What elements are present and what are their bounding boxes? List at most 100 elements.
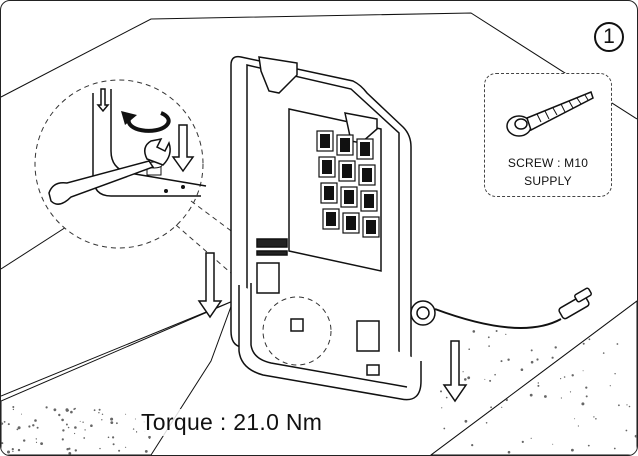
aggregate-speck xyxy=(35,438,37,440)
aggregate-speck xyxy=(11,448,14,451)
aggregate-speck xyxy=(45,406,48,409)
aggregate-speck xyxy=(472,330,476,333)
aggregate-speck xyxy=(74,432,76,435)
aggregate-speck xyxy=(490,406,492,409)
aggregate-speck xyxy=(464,419,468,423)
aggregate-speck xyxy=(536,358,539,361)
aggregate-speck xyxy=(36,426,39,429)
step-number-badge: 1 xyxy=(594,22,624,52)
aggregate-speck xyxy=(569,391,572,393)
aggregate-speck xyxy=(107,436,110,439)
aggregate-speck xyxy=(40,442,43,445)
aggregate-speck xyxy=(93,409,96,412)
aggregate-speck xyxy=(571,374,574,377)
aggregate-speck xyxy=(28,425,31,428)
led-lens xyxy=(340,138,350,152)
aggregate-speck xyxy=(70,410,73,414)
screw-callout: SCREW : M10 SUPPLY xyxy=(484,73,612,197)
aggregate-speck xyxy=(505,333,507,335)
aggregate-speck xyxy=(12,406,15,408)
aggregate-speck xyxy=(17,448,21,452)
led-lens xyxy=(344,190,354,204)
led-lens xyxy=(324,186,334,200)
aggregate-speck xyxy=(17,426,21,430)
aggregate-speck xyxy=(560,397,563,399)
aggregate-speck xyxy=(560,378,562,380)
aggregate-speck xyxy=(61,418,64,422)
aggregate-speck xyxy=(500,360,503,363)
aggregate-speck xyxy=(73,408,76,410)
aggregate-speck xyxy=(79,420,81,422)
aggregate-speck xyxy=(65,423,68,426)
aggregate-speck xyxy=(35,441,38,443)
magnifier-detail xyxy=(34,79,302,302)
aggregate-speck xyxy=(494,373,496,376)
aggregate-speck xyxy=(485,422,488,424)
aggregate-speck xyxy=(112,436,115,439)
aggregate-speck xyxy=(12,450,14,453)
aggregate-speck xyxy=(112,443,115,446)
led-lens xyxy=(366,220,376,234)
led-lens xyxy=(360,142,370,156)
aggregate-speck xyxy=(21,413,22,415)
aggregate-speck xyxy=(554,346,557,349)
aggregate-speck xyxy=(505,398,508,402)
aggregate-speck xyxy=(577,425,580,427)
aggregate-speck xyxy=(148,437,151,439)
aggregate-speck xyxy=(16,428,19,431)
aggregate-speck xyxy=(585,395,588,398)
led-lens xyxy=(362,168,372,182)
aggregate-speck xyxy=(99,447,101,450)
aggregate-speck xyxy=(595,418,597,420)
aggregate-speck xyxy=(489,379,492,382)
aggregate-speck xyxy=(62,429,65,432)
aggregate-speck xyxy=(495,330,498,332)
aggregate-speck xyxy=(116,422,118,425)
aggregate-speck xyxy=(602,352,605,354)
led-lens xyxy=(326,212,336,226)
aggregate-speck xyxy=(530,360,534,364)
aggregate-speck xyxy=(581,402,585,406)
aggregate-speck xyxy=(74,449,78,452)
aggregate-speck xyxy=(625,429,628,432)
aggregate-speck xyxy=(471,444,474,447)
aggregate-speck xyxy=(1,442,4,445)
aggregate-speck xyxy=(144,450,148,453)
aggregate-speck xyxy=(110,421,114,424)
aggregate-speck xyxy=(101,419,103,421)
wrench-icon xyxy=(48,137,171,205)
aggregate-speck xyxy=(507,358,510,361)
led-lens xyxy=(346,216,356,230)
screw-spec-label: SCREW : M10 xyxy=(507,156,589,170)
aggregate-speck xyxy=(74,426,77,429)
aggregate-speck xyxy=(530,349,533,352)
aggregate-speck xyxy=(61,438,64,441)
aggregate-speck xyxy=(68,447,71,450)
aggregate-speck xyxy=(467,376,471,380)
aggregate-speck xyxy=(468,348,471,351)
aggregate-speck xyxy=(552,443,554,445)
aggregate-speck xyxy=(101,413,104,415)
aggregate-speck xyxy=(125,413,127,415)
aggregate-speck xyxy=(90,424,93,428)
aggregate-speck xyxy=(82,421,84,423)
led-module-grid xyxy=(316,130,380,238)
aggregate-speck xyxy=(484,378,486,380)
aggregate-speck xyxy=(440,390,442,393)
aggregate-speck xyxy=(67,426,70,429)
aggregate-speck xyxy=(34,419,37,422)
aggregate-speck xyxy=(134,418,136,420)
aggregate-speck xyxy=(537,384,540,387)
aggregate-speck xyxy=(445,396,448,399)
aggregate-speck xyxy=(585,386,588,389)
aggregate-speck xyxy=(614,373,616,375)
aggregate-speck xyxy=(521,440,524,443)
aggregate-speck xyxy=(488,345,490,347)
led-lens xyxy=(322,160,332,174)
aggregate-speck xyxy=(634,434,637,438)
aggregate-speck xyxy=(582,370,584,372)
aggregate-speck xyxy=(587,444,590,447)
aggregate-speck xyxy=(110,417,114,421)
